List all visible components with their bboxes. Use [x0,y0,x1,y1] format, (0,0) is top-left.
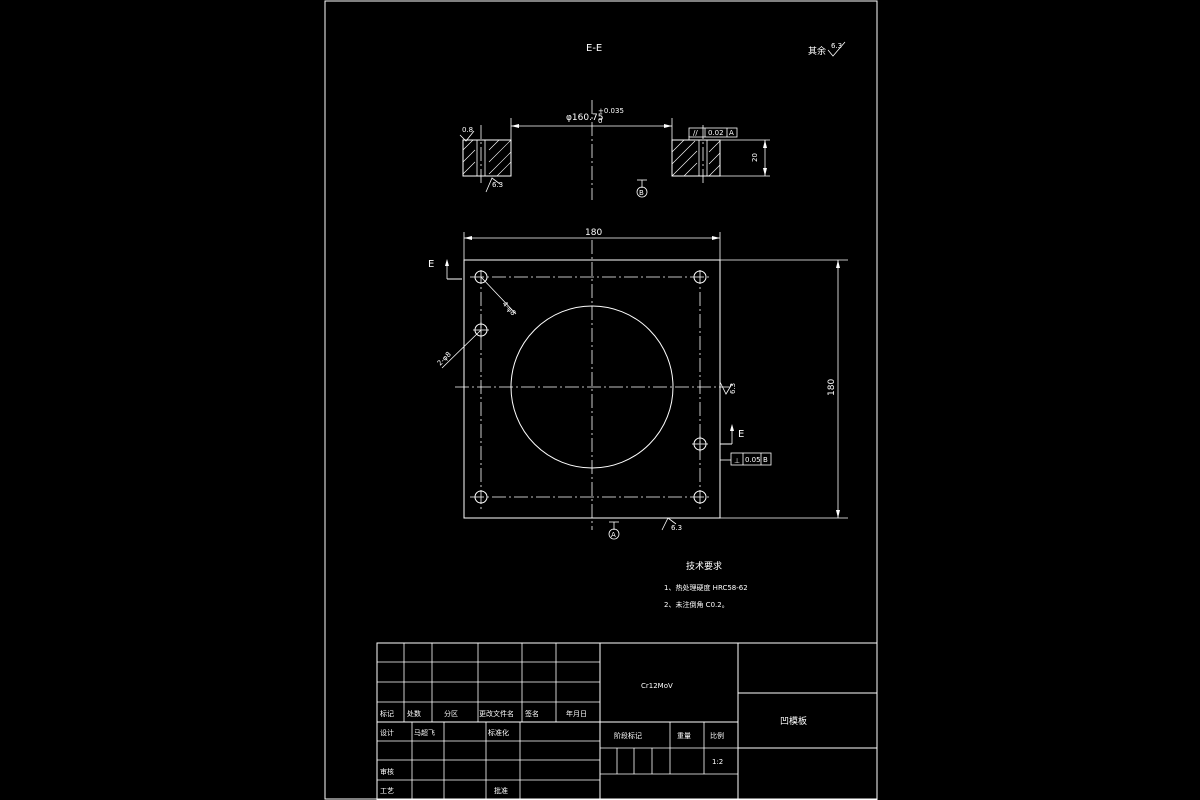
perp-symbol: ⊥ [734,457,740,465]
perp-frame: ⊥ 0.05 B [720,452,772,466]
tech-req-line1: 1、热处理硬度 HRC58-62 [664,583,748,592]
width-dimension: 180 [585,228,602,238]
gtol-value: 0.02 [708,129,724,137]
bore-dimension: φ160.75 [566,113,603,123]
tb-stage: 阶段标记 [614,731,642,740]
tb-process: 工艺 [380,787,394,795]
surface-finish-label: 其余 [808,45,826,57]
mounting-hole [693,490,707,504]
right-roughness: 6.3 [729,383,737,394]
bore-tol-upper: +0.035 [598,107,624,115]
hole-dim-b: 2-φ8 [436,350,453,367]
material-text: Cr12MoV [641,682,673,690]
gtol-datum: A [729,129,734,137]
part-name: 凹模板 [780,715,807,727]
roughness-symbol [827,41,846,57]
tb-std: 标准化 [488,728,509,737]
mounting-hole [474,270,488,284]
section-left-block [462,139,512,177]
section-label: E-E [586,43,602,54]
central-bore [510,305,674,469]
mounting-hole [474,490,488,504]
mounting-hole [693,270,707,284]
tb-approve: 批准 [494,786,508,795]
roughness-left: 0.8 [462,126,473,134]
tech-requirements: 技术要求 1、热处理硬度 HRC58-62 2、未注倒角 C0.2。 [664,560,748,609]
hole-dim-a: 4-φ8 [501,300,518,317]
tb-mark: 标记 [380,709,394,718]
tb-weight: 重量 [677,732,691,740]
section-right-block [671,139,721,177]
tb-design: 设计 [380,728,394,737]
gtol-symbol: // [693,129,698,137]
tb-count: 处数 [407,709,421,718]
tb-scale-label: 比例 [710,731,724,740]
perp-value: 0.05 [745,456,761,464]
roughness-bottom: 6.3 [492,181,503,189]
section-mark-top: E [428,259,434,270]
thickness-dimension: 20 [751,153,759,162]
plan-view: 180 180 E E 4-φ8 2-φ8 6.3 ⊥ 0.0 [428,228,848,540]
hatch-right [671,139,721,177]
tb-designer: 马超飞 [414,728,435,737]
height-dimension: 180 [827,379,837,396]
bore-tol-lower: 0 [598,117,602,125]
tb-scale-value: 1:2 [712,758,723,766]
datum-b: B [639,189,644,197]
surface-finish-note: 其余 6.3 [808,41,846,57]
tb-zone: 分区 [444,709,458,718]
tb-date: 年月日 [566,709,587,718]
tb-review: 审核 [380,767,394,776]
tech-req-line2: 2、未注倒角 C0.2。 [664,600,729,609]
sheet-border [324,0,878,800]
bottom-roughness: 6.3 [671,524,682,532]
section-mark-bottom: E [738,429,744,440]
tb-sign: 签名 [525,709,539,718]
section-view: φ160.75 +0.035 0 0.8 6.3 20 // 0.02 A B [459,100,770,200]
datum-a: A [611,531,616,539]
perp-datum: B [763,456,768,464]
gtol-frame: // 0.02 A [688,127,738,140]
tb-docno: 更改文件名 [479,709,514,718]
title-block: Cr12MoV 凹模板 标记 处数 分区 更改文件名 签名 年月日 设计 马超飞… [376,642,878,800]
tech-req-title: 技术要求 [686,560,722,572]
surface-finish-value: 6.3 [831,42,842,50]
hatch-left [462,139,512,177]
